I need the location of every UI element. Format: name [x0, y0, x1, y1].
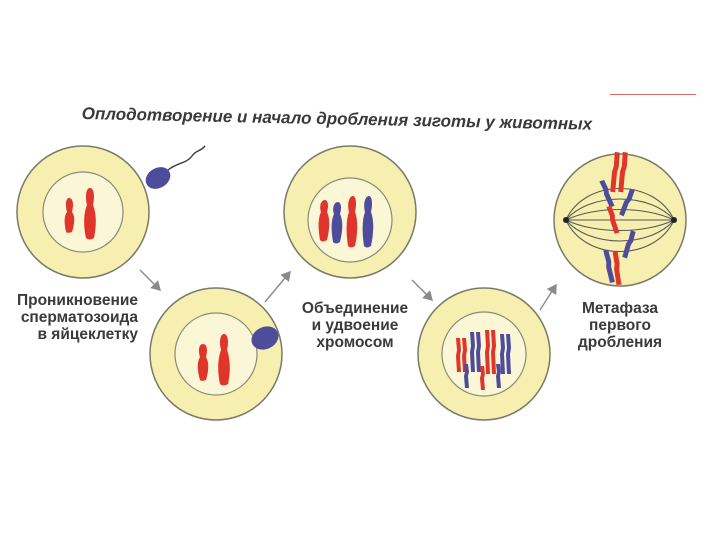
arrow-1	[139, 269, 161, 291]
label-line: и удвоение	[311, 317, 399, 334]
chromosome-group	[318, 196, 374, 248]
label-line: Объединение	[301, 300, 409, 317]
centriole-icon	[671, 217, 677, 223]
maternal-chromosome	[64, 198, 75, 233]
label-sperm-penetration: Проникновение сперматозоида в яйцеклетку	[16, 292, 138, 343]
egg-cell-2	[149, 287, 283, 421]
flow-arrows	[139, 269, 557, 311]
centriole-icon	[563, 217, 569, 223]
sperm-nucleus-icon	[251, 326, 279, 350]
decorative-red-line	[610, 94, 696, 95]
egg-cell-4	[417, 287, 551, 421]
label-line: сперматозоида	[20, 309, 138, 326]
label-line: дробления	[577, 334, 663, 351]
egg-cell-5-metaphase	[553, 151, 687, 287]
sperm-icon	[145, 145, 206, 189]
label-line: Метафаза	[581, 300, 659, 317]
duplicated-chromosomes	[456, 330, 511, 390]
label-metaphase: Метафаза первого дробления	[566, 300, 674, 351]
maternal-chromosome	[84, 188, 96, 240]
label-chromosome-merge: Объединение и удвоение хромосом	[290, 300, 420, 351]
label-line: в яйцеклетку	[37, 326, 138, 343]
label-line: хромосом	[316, 334, 394, 351]
maternal-chromosome	[197, 344, 209, 381]
maternal-chromosome	[218, 334, 230, 386]
arrow-4	[539, 283, 557, 311]
label-line: Проникновение	[16, 292, 138, 309]
egg-cell-1	[16, 145, 206, 279]
arrow-3	[411, 279, 433, 301]
metaphase-chromosomes	[599, 151, 636, 286]
egg-cell-3	[283, 145, 417, 279]
arrow-2	[264, 270, 291, 303]
label-line: первого	[589, 317, 651, 334]
